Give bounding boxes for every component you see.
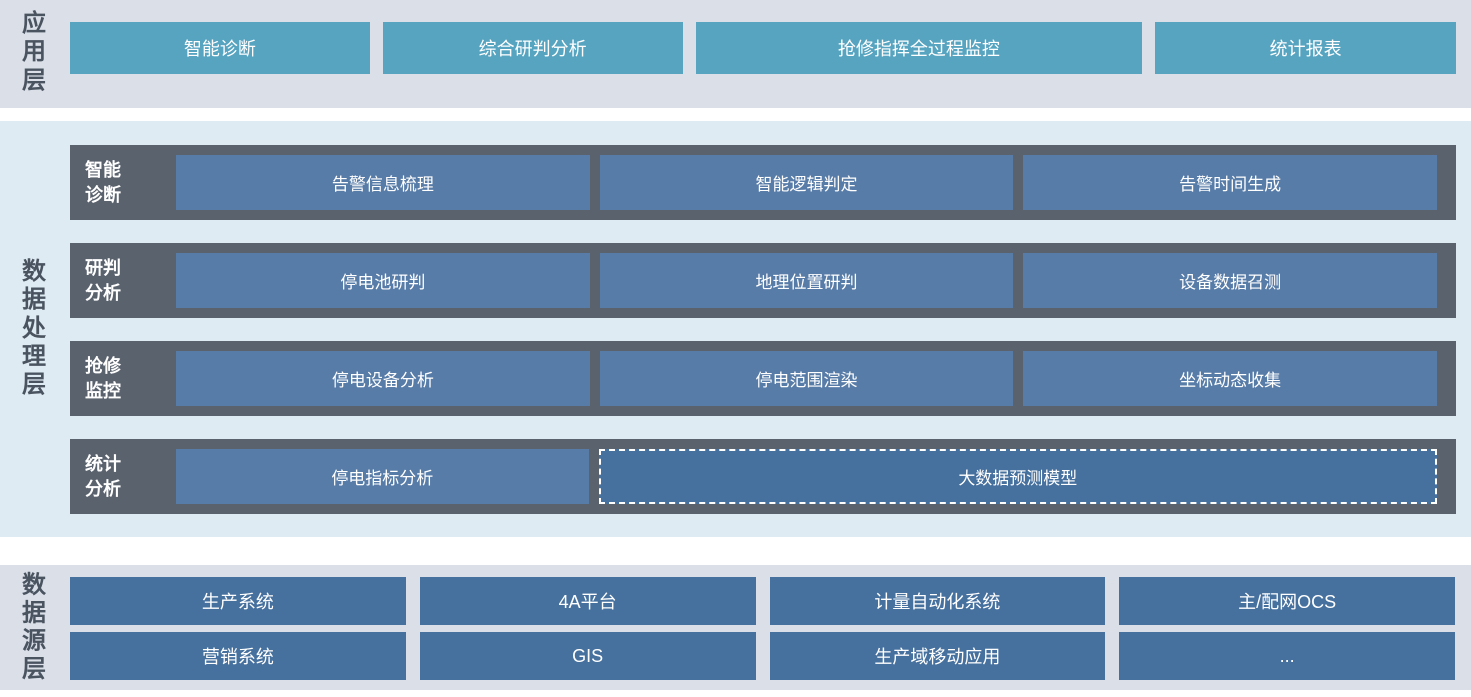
proc-block-outage-device-analysis: 停电设备分析 [176, 351, 590, 406]
proc-row-repair-monitoring: 抢修监控 停电设备分析 停电范围渲染 坐标动态收集 [70, 341, 1456, 416]
source-block-main-distribution-ocs: 主/配网OCS [1119, 577, 1455, 625]
proc-block-coordinate-dynamic-collection: 坐标动态收集 [1023, 351, 1438, 406]
proc-row-boxes: 告警信息梳理 智能逻辑判定 告警时间生成 [176, 155, 1438, 210]
source-block-gis: GIS [419, 632, 756, 680]
proc-row-label: 研判分析 [85, 258, 121, 303]
proc-row-label: 智能诊断 [85, 160, 121, 205]
proc-block-big-data-prediction-model: 大数据预测模型 [598, 449, 1437, 504]
source-row: 生产系统 4A平台 计量自动化系统 主/配网OCS [70, 577, 1455, 625]
source-block-more: ... [1119, 632, 1455, 680]
proc-block-intelligent-logic-judgment: 智能逻辑判定 [599, 155, 1014, 210]
proc-row-boxes: 停电指标分析 大数据预测模型 [176, 449, 1437, 504]
proc-block-alarm-info-sorting: 告警信息梳理 [176, 155, 590, 210]
proc-block-alarm-time-generation: 告警时间生成 [1023, 155, 1438, 210]
processing-rows: 智能诊断 告警信息梳理 智能逻辑判定 告警时间生成 研判分析 停电池研判 地理位… [70, 145, 1456, 514]
app-block-intelligent-diagnosis: 智能诊断 [70, 22, 370, 74]
proc-row-boxes: 停电设备分析 停电范围渲染 坐标动态收集 [176, 351, 1438, 406]
proc-row-intelligent-diagnosis: 智能诊断 告警信息梳理 智能逻辑判定 告警时间生成 [70, 145, 1456, 220]
data-processing-layer-band: 数据处理层 智能诊断 告警信息梳理 智能逻辑判定 告警时间生成 研判分析 停电池… [0, 121, 1471, 537]
proc-row-analysis: 研判分析 停电池研判 地理位置研判 设备数据召测 [70, 243, 1456, 318]
application-layer-band: 应用层 智能诊断 综合研判分析 抢修指挥全过程监控 统计报表 [0, 0, 1471, 108]
source-row: 营销系统 GIS 生产域移动应用 ... [70, 632, 1455, 680]
application-layer-items: 智能诊断 综合研判分析 抢修指挥全过程监控 统计报表 [70, 22, 1457, 74]
proc-row-statistical-analysis: 统计分析 停电指标分析 大数据预测模型 [70, 439, 1456, 514]
proc-row-label: 统计分析 [85, 454, 121, 499]
proc-block-outage-analysis: 停电池研判 [176, 253, 590, 308]
app-block-comprehensive-analysis: 综合研判分析 [382, 22, 683, 74]
proc-block-geographic-location-analysis: 地理位置研判 [599, 253, 1014, 308]
proc-row-label: 抢修监控 [85, 356, 121, 401]
data-source-layer-label: 数据源层 [22, 570, 46, 683]
source-block-production-mobile-app: 生产域移动应用 [769, 632, 1106, 680]
source-block-production-system: 生产系统 [70, 577, 406, 625]
data-processing-layer-label: 数据处理层 [22, 258, 46, 399]
proc-block-outage-indicator-analysis: 停电指标分析 [176, 449, 589, 504]
app-block-repair-command-monitoring: 抢修指挥全过程监控 [695, 22, 1143, 74]
application-layer-label: 应用层 [22, 10, 46, 94]
app-block-statistical-reports: 统计报表 [1155, 22, 1457, 74]
source-rows: 生产系统 4A平台 计量自动化系统 主/配网OCS 营销系统 GIS 生产域移动… [70, 577, 1455, 680]
data-source-layer-band: 数据源层 生产系统 4A平台 计量自动化系统 主/配网OCS 营销系统 GIS … [0, 565, 1471, 690]
proc-block-device-data-reading: 设备数据召测 [1023, 253, 1438, 308]
proc-row-boxes: 停电池研判 地理位置研判 设备数据召测 [176, 253, 1438, 308]
source-block-metering-automation-system: 计量自动化系统 [769, 577, 1106, 625]
proc-block-outage-range-rendering: 停电范围渲染 [599, 351, 1014, 406]
source-block-marketing-system: 营销系统 [70, 632, 406, 680]
source-block-4a-platform: 4A平台 [419, 577, 756, 625]
